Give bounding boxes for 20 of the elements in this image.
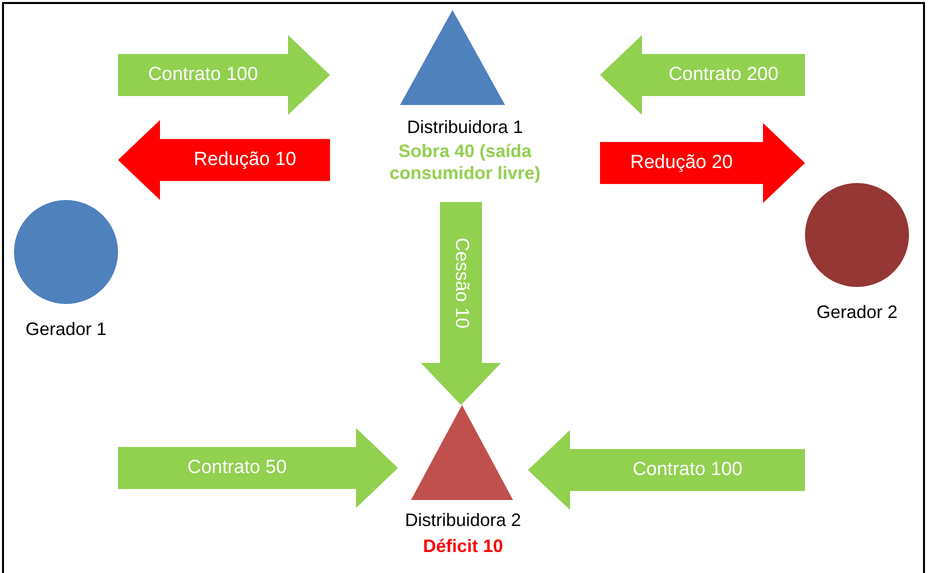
- node-label: Gerador 1: [24, 318, 108, 340]
- block-arrow: [600, 35, 805, 115]
- block-arrow: [528, 430, 805, 510]
- edge-label: Contrato 100: [632, 459, 742, 481]
- edge-label: Cessão 10: [450, 237, 472, 328]
- node-label: Distribuidora 1: [406, 116, 524, 138]
- edge-label: Redução 20: [630, 152, 733, 174]
- edge-label: Redução 10: [194, 149, 296, 171]
- node-note: Déficit 10: [422, 535, 504, 557]
- node-label: Gerador 2: [815, 301, 899, 323]
- block-arrow: [118, 35, 330, 115]
- block-arrow: [118, 120, 330, 200]
- edge-label: Contrato 100: [148, 64, 258, 86]
- node-note: Sobra 40 (saída consumidor livre): [388, 140, 542, 184]
- node-label: Distribuidora 2: [404, 509, 522, 531]
- block-arrow: [118, 428, 398, 508]
- edge-label: Contrato 200: [668, 64, 778, 86]
- edge-label: Contrato 50: [187, 457, 287, 479]
- block-arrow: [600, 123, 805, 203]
- block-arrow: [421, 202, 501, 405]
